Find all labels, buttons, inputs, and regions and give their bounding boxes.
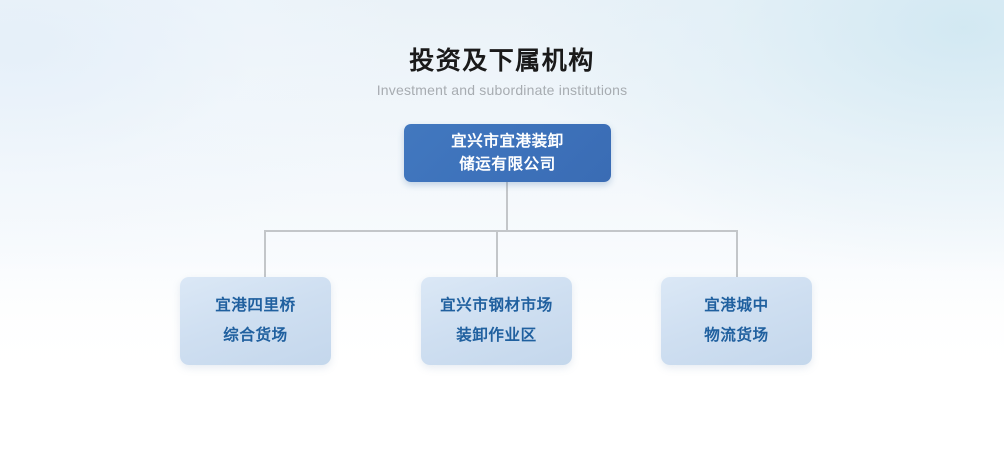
org-node-child-2[interactable]: 宜兴市钢材市场 装卸作业区 <box>421 277 572 365</box>
org-node-child-1-label: 宜港四里桥 综合货场 <box>215 297 296 344</box>
org-node-child-3[interactable]: 宜港城中 物流货场 <box>661 277 812 365</box>
connector-root-stem <box>506 182 508 232</box>
connector-drop-child-3 <box>736 230 738 278</box>
org-node-child-2-label: 宜兴市钢材市场 装卸作业区 <box>440 297 553 344</box>
org-node-root[interactable]: 宜兴市宜港装卸 储运有限公司 <box>404 124 611 182</box>
connector-horizontal-bus <box>264 230 738 232</box>
page-title: 投资及下属机构 <box>409 47 595 75</box>
org-node-child-3-label: 宜港城中 物流货场 <box>704 297 769 344</box>
org-node-root-label: 宜兴市宜港装卸 储运有限公司 <box>451 133 564 173</box>
connector-drop-child-2 <box>496 230 498 278</box>
org-node-child-1[interactable]: 宜港四里桥 综合货场 <box>180 277 331 365</box>
page-heading: 投资及下属机构 Investment and subordinate insti… <box>0 44 1004 100</box>
page-subtitle: Investment and subordinate institutions <box>376 82 628 98</box>
connector-drop-child-1 <box>264 230 266 278</box>
